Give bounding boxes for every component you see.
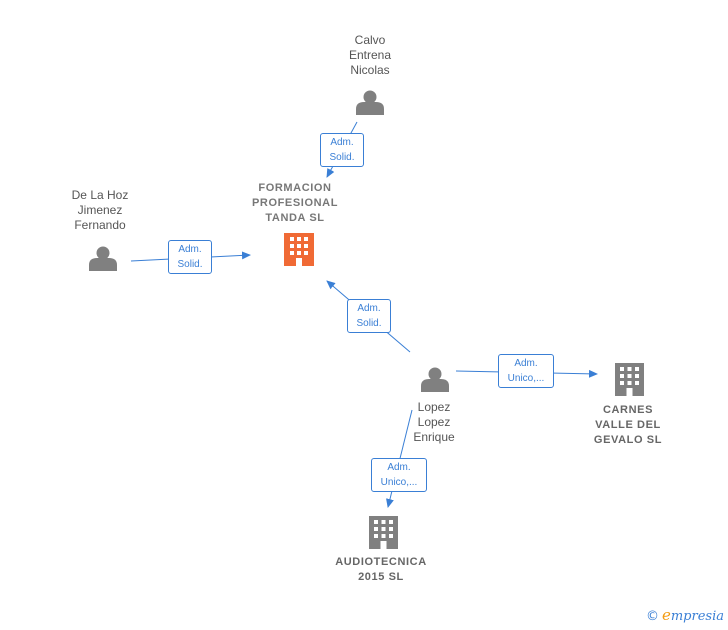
edge-label-line: Adm. [514,358,538,369]
edge-label-line: Adm. [178,244,202,255]
company-name-line: CARNES [602,404,654,416]
company-name-line: PROFESIONAL [251,197,339,209]
person-name-line: Lopez [417,415,451,429]
edge-label-delahoz-formacion[interactable]: Adm. Solid. [168,240,212,274]
edge-label-line: Solid. [177,259,203,270]
copyright-icon: © [645,609,659,624]
building-icon-carnes[interactable] [615,363,644,396]
person-icon-lopez[interactable] [421,367,449,393]
brand-footer[interactable]: ©empresia [646,606,724,624]
person-icon-calvo[interactable] [356,90,384,116]
person-name-line: De La Hoz [71,188,129,202]
person-label-lopez[interactable]: Lopez Lopez Enrique [394,400,474,445]
person-name-line: Jimenez [77,203,123,217]
company-name-line: VALLE DEL [595,419,661,431]
building-icon-formacion[interactable] [284,233,314,266]
company-label-formacion[interactable]: FORMACION PROFESIONAL TANDA SL [240,181,350,226]
edge-label-lopez-formacion[interactable]: Adm. Solid. [347,299,391,333]
person-name-line: Calvo [354,33,386,47]
person-label-delahoz[interactable]: De La Hoz Jimenez Fernando [55,188,145,233]
person-name-line: Lopez [417,400,451,414]
edge-label-line: Unico,... [507,373,545,384]
brand-initial: e [661,606,671,624]
company-name-line: GEVALO SL [593,434,663,446]
edge-label-line: Solid. [356,318,382,329]
company-name-line: TANDA SL [265,212,325,224]
edge-label-lopez-audiotecnica[interactable]: Adm. Unico,... [371,458,427,492]
company-label-audiotecnica[interactable]: AUDIOTECNICA 2015 SL [326,555,436,585]
edge-label-line: Unico,... [380,477,418,488]
edge-label-calvo-formacion[interactable]: Adm. Solid. [320,133,364,167]
edge-label-line: Adm. [330,137,354,148]
edge-label-line: Adm. [387,462,411,473]
edge-label-line: Solid. [329,152,355,163]
person-name-line: Nicolas [350,63,390,77]
brand-name: mpresia [670,609,724,624]
company-label-carnes[interactable]: CARNES VALLE DEL GEVALO SL [583,403,673,448]
building-icon-audiotecnica[interactable] [369,516,398,549]
company-name-line: FORMACION [258,182,332,194]
company-name-line: AUDIOTECNICA [335,556,427,568]
edge-label-line: Adm. [357,303,381,314]
person-icon-delahoz[interactable] [89,246,117,272]
person-name-line: Fernando [74,218,126,232]
company-name-line: 2015 SL [358,571,404,583]
person-name-line: Entrena [348,48,392,62]
person-label-calvo[interactable]: Calvo Entrena Nicolas [330,33,410,78]
person-name-line: Enrique [413,430,455,444]
edge-label-lopez-carnes[interactable]: Adm. Unico,... [498,354,554,388]
